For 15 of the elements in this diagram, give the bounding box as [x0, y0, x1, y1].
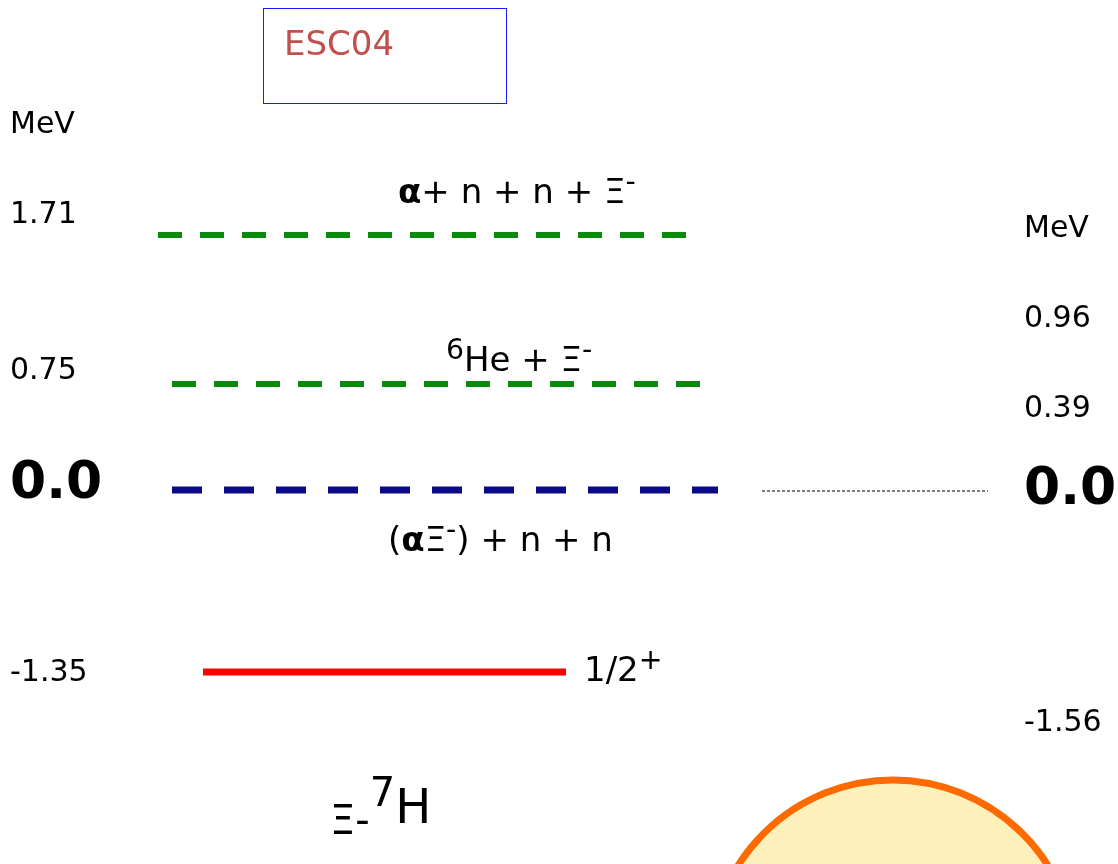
energy-value: 0.96 — [1024, 300, 1091, 333]
energy-value: 0.39 — [1024, 390, 1091, 423]
energy-value: 0.0 — [10, 452, 103, 510]
spin-parity-label: 1/2$^{+}$ — [584, 644, 663, 689]
unit-label: MeV — [10, 106, 75, 139]
energy-value: 1.71 — [10, 196, 77, 229]
energy-value: 0.0 — [1024, 458, 1117, 516]
level-label: $^{6}$He + Ξ$^{-}$ — [446, 334, 593, 379]
energy-value: -1.56 — [1024, 704, 1102, 737]
unit-label: MeV — [1024, 210, 1089, 243]
level-label: (αΞ$^{-}$) + n + n — [388, 514, 613, 559]
model-label-box: ESC04 — [263, 8, 507, 104]
level-label: α+ n + n + Ξ$^{-}$ — [398, 166, 636, 211]
energy-value: -1.35 — [10, 654, 88, 687]
energy-value: 0.75 — [10, 352, 77, 385]
